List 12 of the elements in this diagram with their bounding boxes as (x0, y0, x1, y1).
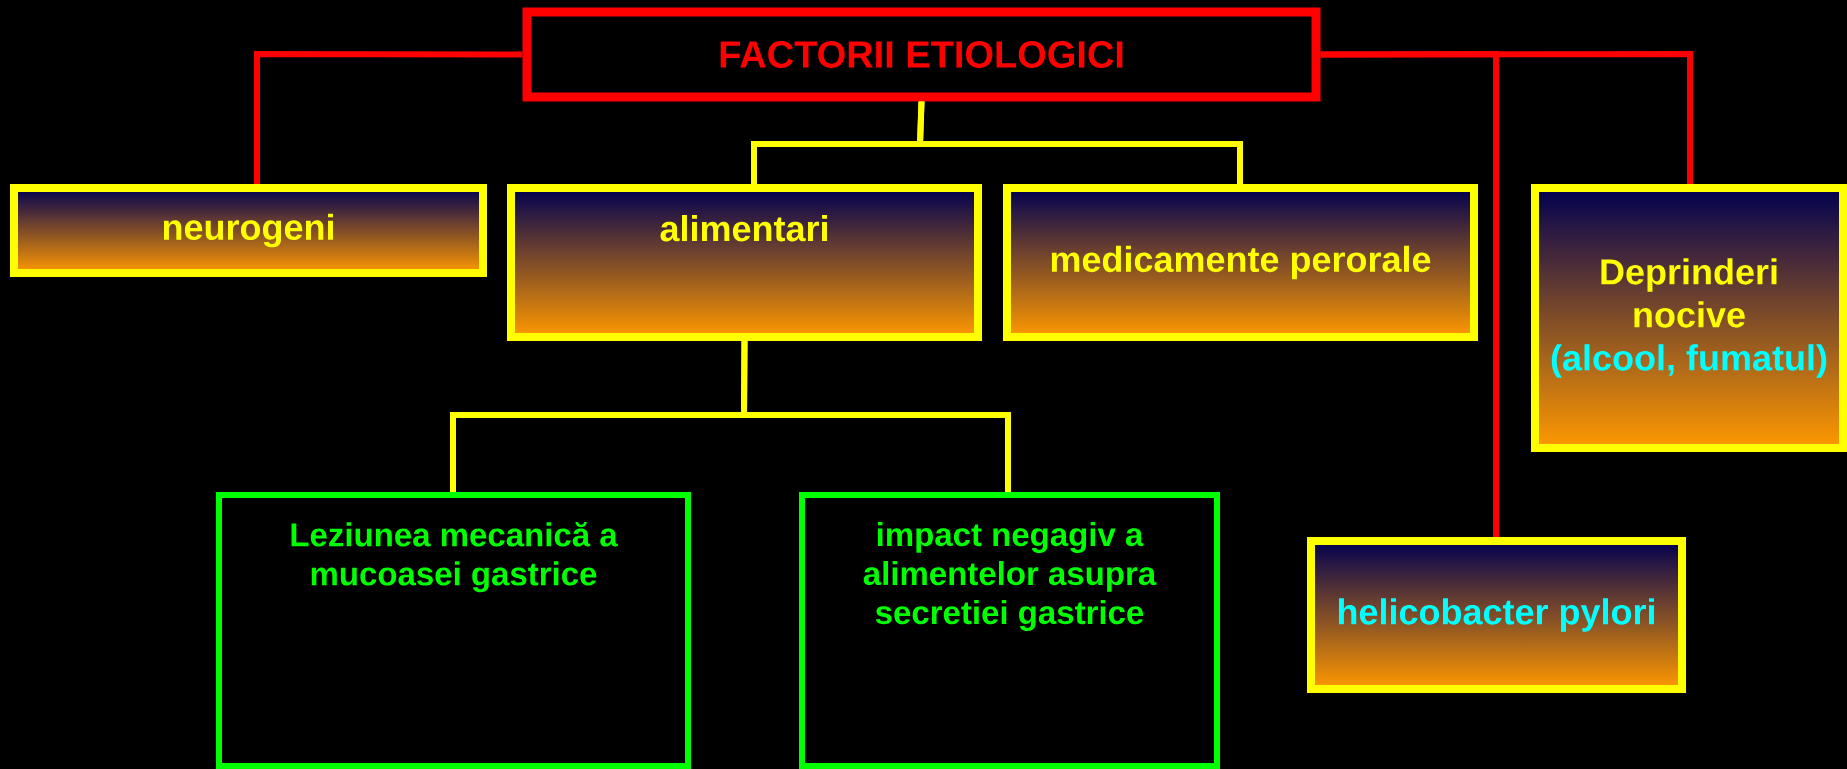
connector-line (916, 101, 1243, 184)
category-box: medicamente perorale (1003, 184, 1478, 341)
title-box: FACTORII ETIOLOGICI (522, 7, 1321, 102)
connector-line (1320, 51, 1499, 537)
category-box: neurogeni (10, 184, 487, 277)
category-box: helicobacter pylori (1307, 537, 1686, 693)
subcategory-box: impact negagiv a alimentelor asupra secretiei gastrice (799, 492, 1220, 769)
category-box: alimentari (507, 184, 982, 341)
category-box: Deprinderi nocive (alcool, fumatul) (1531, 184, 1847, 452)
connector-line (741, 340, 1011, 492)
subcategory-box: Leziunea mecanică a mucoasei gastrice (216, 492, 691, 769)
connector-line (254, 51, 523, 184)
